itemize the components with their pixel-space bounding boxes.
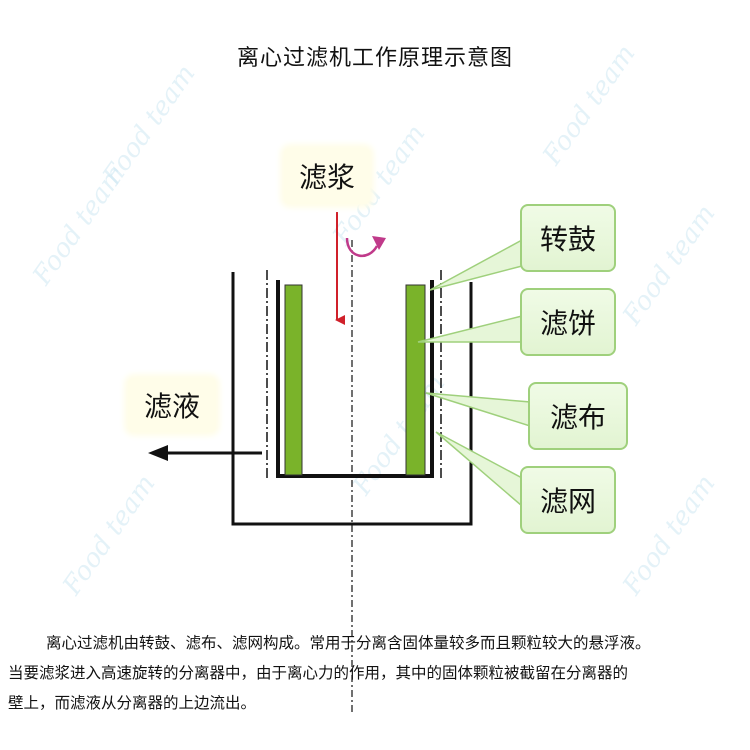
description-line: 当要滤浆进入高速旋转的分离器中，由于离心力的作用，其中的固体颗粒被截留在分离器的 xyxy=(8,664,629,682)
description-line: 离心过滤机由转鼓、滤布、滤网构成。常用于分离含固体量较多而且颗粒较大的悬浮液。 xyxy=(46,634,651,652)
slurry-label: 滤浆 xyxy=(284,148,370,204)
filtrate-outlet-arrowhead xyxy=(148,445,168,461)
rotation-arrow xyxy=(345,237,379,258)
callout-pointer-drum xyxy=(429,238,523,291)
drum-callout: 转鼓 xyxy=(520,204,616,272)
drum-wall xyxy=(276,280,434,478)
filter-cloth-callout: 滤布 xyxy=(528,382,628,450)
filter-cake-left xyxy=(284,284,303,476)
description-line: 壁上，而滤液从分离器的上边流出。 xyxy=(8,694,257,712)
rotation-arrow-head xyxy=(372,236,386,250)
filter-cake-callout: 滤饼 xyxy=(520,288,616,356)
callout-pointer-mesh xyxy=(435,431,523,508)
filtrate-label: 滤液 xyxy=(128,378,216,432)
description-text: 离心过滤机由转鼓、滤布、滤网构成。常用于分离含固体量较多而且颗粒较大的悬浮液。 … xyxy=(8,628,746,718)
filter-mesh-callout: 滤网 xyxy=(520,466,616,534)
diagram-title: 离心过滤机工作原理示意图 xyxy=(236,46,513,71)
filter-cake-right xyxy=(405,284,426,476)
